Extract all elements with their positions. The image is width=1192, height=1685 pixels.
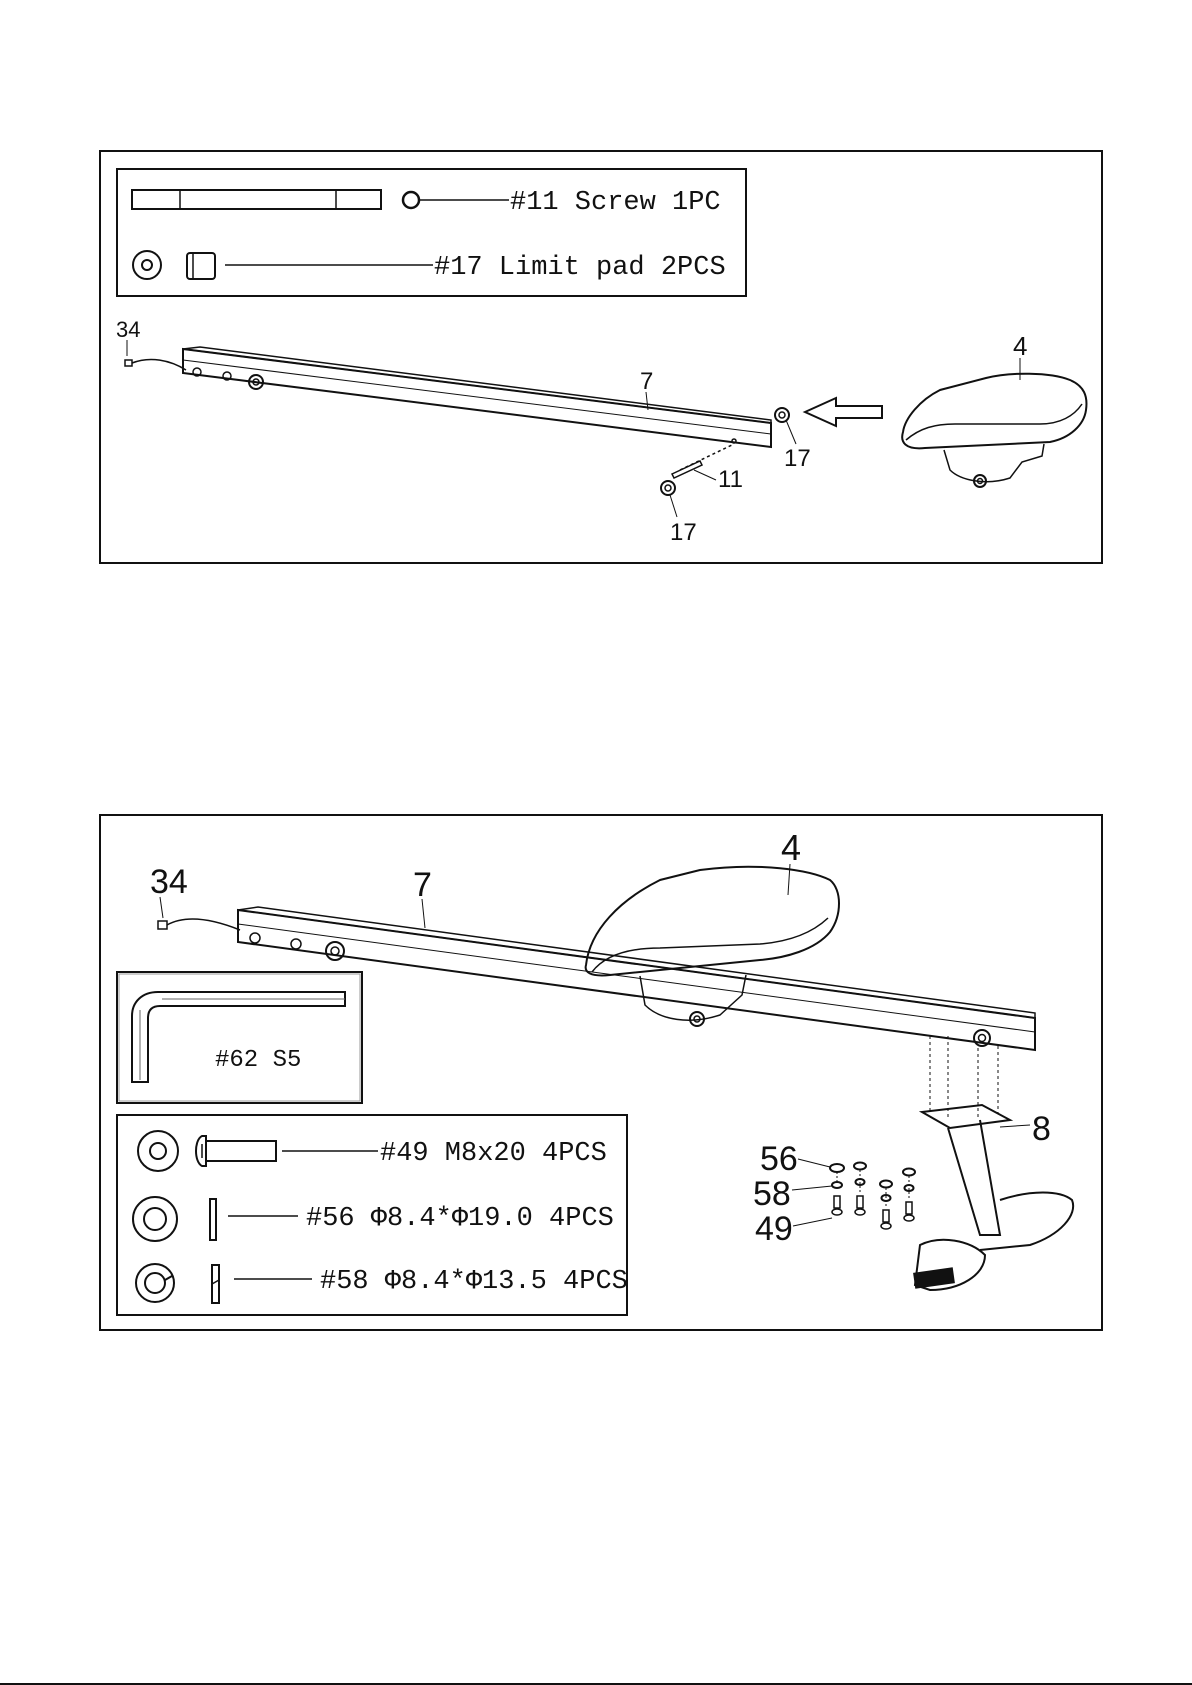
rail-7-step2	[238, 907, 1035, 1050]
callout-34-step2: 34	[150, 863, 188, 901]
step2-panel: #62 S5 #49 M8x20 4PCS #56 Φ8.4*	[100, 815, 1102, 1330]
allen-key-box: #62 S5	[117, 972, 362, 1103]
limit-pad-17-upper	[775, 408, 789, 422]
sensor-wire-34	[125, 359, 186, 370]
step1-panel: #11 Screw 1PC #17 Limit pad 2PCS	[100, 151, 1102, 563]
spring-washer-58-icon	[136, 1264, 312, 1303]
fastener-2	[854, 1163, 866, 1216]
callout-4-step2: 4	[781, 827, 801, 868]
spring-washer-58-label: #58 Φ8.4*Φ13.5 4PCS	[320, 1267, 628, 1297]
seat-4-step2	[586, 867, 839, 1026]
screw-11-label: #11 Screw 1PC	[510, 188, 721, 218]
seat-4	[902, 374, 1086, 487]
callout-17-lower: 17	[670, 519, 697, 546]
callout-17-upper: 17	[784, 445, 811, 472]
washer-56-label: #56 Φ8.4*Φ19.0 4PCS	[306, 1204, 614, 1234]
callout-49: 49	[755, 1210, 793, 1248]
limit-pad-17-icon	[133, 251, 433, 279]
sensor-wire-34-step2	[158, 919, 240, 930]
bolt-49-icon	[138, 1131, 378, 1171]
direction-arrow-icon	[805, 398, 882, 426]
rail-7	[183, 347, 771, 447]
limit-pad-17-lower	[661, 481, 675, 495]
washer-56-icon	[133, 1197, 298, 1241]
fastener-4	[903, 1169, 915, 1222]
front-stabilizer-8	[913, 1036, 1073, 1290]
limit-pad-17-label: #17 Limit pad 2PCS	[434, 253, 726, 283]
fastener-1	[830, 1164, 844, 1215]
screw-11-icon	[132, 190, 509, 209]
step2-hardware-box: #49 M8x20 4PCS #56 Φ8.4*Φ19.0 4PCS #58 Φ…	[117, 1115, 628, 1315]
callout-11: 11	[718, 466, 743, 493]
callout-34: 34	[116, 317, 140, 342]
bolt-49-label: #49 M8x20 4PCS	[380, 1139, 607, 1169]
callout-56: 56	[760, 1140, 798, 1178]
callout-7: 7	[640, 368, 653, 395]
fastener-set	[830, 1163, 915, 1230]
callout-4: 4	[1013, 331, 1027, 361]
callout-58: 58	[753, 1175, 791, 1213]
callout-7-step2: 7	[413, 866, 432, 904]
allen-key-62-label: #62 S5	[215, 1047, 301, 1074]
callout-8: 8	[1032, 1110, 1051, 1148]
fastener-3	[880, 1181, 892, 1230]
step1-hardware-box: #11 Screw 1PC #17 Limit pad 2PCS	[117, 169, 746, 296]
